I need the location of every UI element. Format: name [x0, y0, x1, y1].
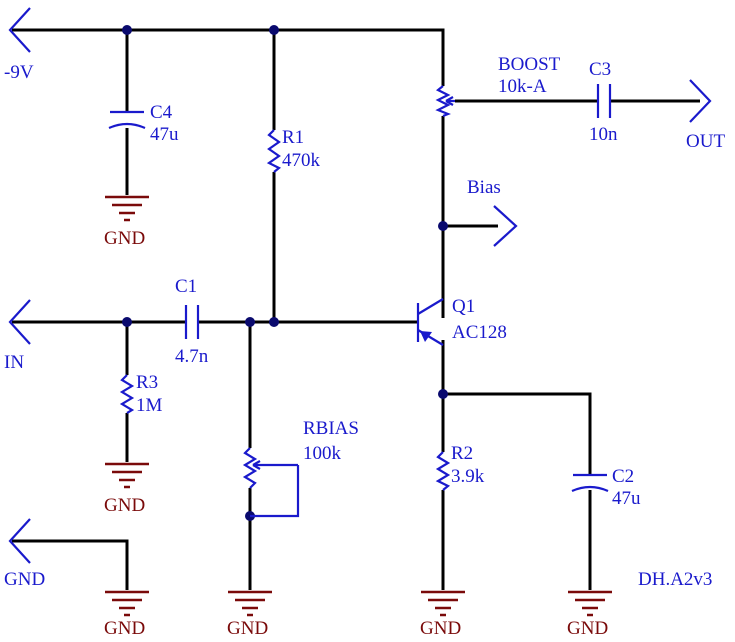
q1-ref: Q1 — [452, 296, 475, 317]
ground-label: GND — [227, 618, 268, 639]
ground-symbol-rbias: GND — [227, 590, 272, 639]
supply-label: -9V — [4, 62, 34, 83]
output-label: OUT — [686, 131, 725, 152]
potentiometer-boost: BOOST 10k-A — [435, 54, 561, 118]
c3-value: 10n — [589, 124, 618, 145]
resistor-r1: R1 470k — [266, 127, 321, 173]
c3-ref: C3 — [589, 59, 611, 80]
r2-ref: R2 — [451, 443, 473, 464]
r2-value: 3.9k — [451, 466, 485, 487]
port-input: IN — [4, 299, 31, 373]
ground-symbol-port: GND — [104, 590, 149, 639]
bias-label: Bias — [467, 177, 501, 198]
resistor-r3: R3 1M — [119, 372, 163, 416]
revision-label: DH.A2v3 — [638, 569, 712, 590]
transistor-q1: Q1 AC128 — [416, 296, 507, 346]
c2-ref: C2 — [612, 466, 634, 487]
ground-port-label: GND — [4, 569, 45, 590]
ground-symbol-r2: GND — [420, 590, 465, 639]
ground-label: GND — [567, 618, 608, 639]
rbias-ref: RBIAS — [303, 418, 359, 439]
junction-dot — [122, 25, 132, 35]
input-label: IN — [4, 352, 24, 373]
junction-dot — [269, 25, 279, 35]
junction-dot — [245, 317, 255, 327]
ground-label: GND — [104, 618, 145, 639]
ground-symbol-r3: GND — [104, 462, 149, 516]
c1-value: 4.7n — [175, 346, 209, 367]
r1-ref: R1 — [282, 127, 304, 148]
r3-ref: R3 — [136, 372, 158, 393]
q1-value: AC128 — [452, 322, 507, 343]
ground-label: GND — [104, 228, 145, 249]
ground-label: GND — [104, 495, 145, 516]
r1-value: 470k — [282, 150, 321, 171]
port-supply: -9V — [4, 7, 34, 83]
ground-symbol-c4: GND — [104, 195, 149, 249]
c1-ref: C1 — [175, 276, 197, 297]
c4-value: 47u — [150, 124, 179, 145]
boost-ref: BOOST — [498, 54, 561, 75]
junction-dots — [122, 25, 448, 521]
c2-value: 47u — [612, 488, 641, 509]
potentiometer-rbias: RBIAS 100k — [242, 418, 359, 518]
junction-dot — [438, 389, 448, 399]
c4-ref: C4 — [150, 102, 173, 123]
r3-value: 1M — [136, 395, 163, 416]
port-output: OUT — [686, 79, 725, 152]
boost-value: 10k-A — [498, 76, 547, 97]
ground-symbol-c2: GND — [567, 590, 612, 639]
resistor-r2: R2 3.9k — [435, 443, 485, 491]
capacitor-c2: C2 47u — [571, 466, 641, 509]
capacitor-c3: C3 10n — [589, 59, 618, 145]
port-bias: Bias — [467, 177, 518, 247]
port-ground: GND — [4, 518, 45, 590]
junction-dot — [122, 317, 132, 327]
rbias-value: 100k — [303, 443, 342, 464]
ground-label: GND — [420, 618, 461, 639]
junction-dot — [438, 221, 448, 231]
capacitor-c1: C1 4.7n — [175, 276, 209, 367]
capacitor-c4: C4 47u — [108, 102, 179, 145]
junction-dot — [269, 317, 279, 327]
